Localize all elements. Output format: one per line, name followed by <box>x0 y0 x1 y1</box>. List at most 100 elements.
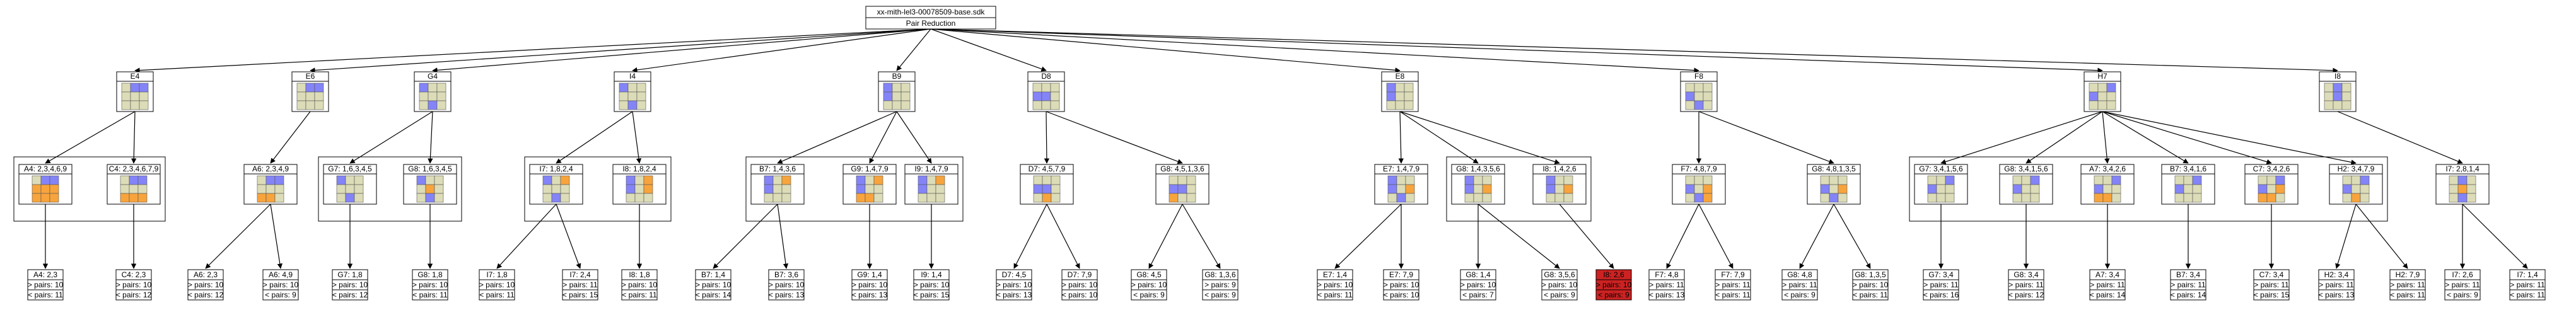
grid-cell <box>865 184 875 194</box>
leaf-node[interactable]: H2: 3,4> pairs: 11< pairs: 13 <box>2318 269 2355 301</box>
leaf-node[interactable]: F7: 4,8> pairs: 11< pairs: 13 <box>1648 269 1685 301</box>
leaf-node[interactable]: D7: 7,9> pairs: 10< pairs: 10 <box>1061 269 1098 301</box>
edge-arrow <box>777 111 897 164</box>
level1-node-i8[interactable]: I8 <box>2319 71 2357 112</box>
node-label: A7: 3,4,2,6 <box>2089 164 2126 173</box>
leaf-node[interactable]: A4: 2,3> pairs: 10< pairs: 11 <box>27 269 64 301</box>
leaf-node[interactable]: G8: 4,8> pairs: 11< pairs: 9 <box>1781 269 1818 301</box>
leaf-node[interactable]: A7: 3,4> pairs: 11< pairs: 14 <box>2089 269 2126 301</box>
leaf-node[interactable]: G8: 1,4> pairs: 10< pairs: 7 <box>1460 269 1496 301</box>
level2-node[interactable]: D7: 4,5,7,9 <box>1020 164 1074 205</box>
leaf-node[interactable]: E7: 1,4> pairs: 10< pairs: 11 <box>1317 269 1353 301</box>
leaf-node[interactable]: G8: 4,5> pairs: 10< pairs: 9 <box>1131 269 1167 301</box>
leaf-less: < pairs: 11 <box>2510 290 2545 299</box>
root-node[interactable]: xx-mith-lel3-00078509-base.sdk Pair Redu… <box>865 6 996 30</box>
leaf-title: G8: 4,8 <box>1787 270 1812 279</box>
leaf-node[interactable]: G8: 3,5,6> pairs: 10< pairs: 9 <box>1541 269 1578 301</box>
level2-node[interactable]: G8: 4,5,1,3,6 <box>1155 164 1209 205</box>
level2-node[interactable]: C4: 2,3,4,6,7,9 <box>107 164 161 205</box>
leaf-node[interactable]: C7: 3,4> pairs: 11< pairs: 15 <box>2253 269 2290 301</box>
grid-cell <box>137 193 148 203</box>
edge-arrow <box>1559 204 1614 269</box>
grid-cell <box>634 175 644 185</box>
leaf-node[interactable]: G8: 1,3,5> pairs: 10< pairs: 11 <box>1852 269 1889 301</box>
level1-node-g4[interactable]: G4 <box>414 71 452 112</box>
level2-node[interactable]: C7: 3,4,2,6 <box>2244 164 2299 205</box>
leaf-pairs: > pairs: 9 <box>1204 280 1236 289</box>
level2-node[interactable]: G9: 1,4,7,9 <box>842 164 897 205</box>
level1-node-d8[interactable]: D8 <box>1027 71 1065 112</box>
level1-node-b9[interactable]: B9 <box>878 71 916 112</box>
level1-node-e8[interactable]: E8 <box>1381 71 1419 112</box>
leaf-node[interactable]: F7: 7,9> pairs: 11< pairs: 11 <box>1715 269 1751 301</box>
grid-cell <box>428 100 438 110</box>
leaf-less: < pairs: 9 <box>1544 290 1575 299</box>
level2-node[interactable]: I9: 1,4,7,9 <box>904 164 959 205</box>
grid-cell <box>32 175 42 185</box>
leaf-less: < pairs: 11 <box>412 290 448 299</box>
leaf-node[interactable]: I7: 1,8> pairs: 10< pairs: 11 <box>479 269 515 301</box>
leaf-node[interactable]: A6: 2,3> pairs: 10< pairs: 12 <box>187 269 224 301</box>
leaf-node[interactable]: B7: 1,4> pairs: 10< pairs: 14 <box>695 269 731 301</box>
leaf-node[interactable]: I8: 1,8> pairs: 10< pairs: 11 <box>621 269 658 301</box>
node-label: G8: 3,4,1,5,6 <box>2004 164 2048 173</box>
leaf-node[interactable]: A6: 4,9> pairs: 10< pairs: 9 <box>262 269 299 301</box>
level2-node[interactable]: I8: 1,8,2,4 <box>612 164 667 205</box>
level2-node[interactable]: A6: 2,3,4,9 <box>243 164 298 205</box>
leaf-pairs: > pairs: 11 <box>1715 280 1751 289</box>
leaf-node[interactable]: G7: 3,4> pairs: 11< pairs: 16 <box>1923 269 1959 301</box>
level2-node[interactable]: E7: 1,4,7,9 <box>1374 164 1428 205</box>
leaf-node[interactable]: G8: 1,8> pairs: 10< pairs: 11 <box>412 269 448 301</box>
leaf-node[interactable]: G8: 3,4> pairs: 11< pairs: 12 <box>2008 269 2044 301</box>
level2-node[interactable]: B7: 3,4,1,6 <box>2161 164 2215 205</box>
grid-cell <box>434 193 444 203</box>
level1-node-f8[interactable]: F8 <box>1680 71 1718 112</box>
level1-node-i4[interactable]: I4 <box>614 71 651 112</box>
leaf-box <box>768 269 805 301</box>
level2-node[interactable]: I8: 1,4,2,6 <box>1532 164 1587 205</box>
leaf-node[interactable]: I7: 2,6> pairs: 11< pairs: 9 <box>2444 269 2481 301</box>
level2-node[interactable]: G8: 1,6,3,4,5 <box>403 164 457 205</box>
level2-node[interactable]: A7: 3,4,2,6 <box>2080 164 2135 205</box>
leaf-node[interactable]: B7: 3,6> pairs: 10< pairs: 13 <box>768 269 805 301</box>
node-label: C7: 3,4,2,6 <box>2253 164 2290 173</box>
level2-node[interactable]: I7: 2,8,1,4 <box>2435 164 2490 205</box>
leaf-node[interactable]: C4: 2,3> pairs: 10< pairs: 12 <box>115 269 152 301</box>
leaf-node[interactable]: E7: 7,9> pairs: 10< pairs: 10 <box>1383 269 1419 301</box>
grid-cell <box>2030 193 2040 203</box>
grid-cell <box>1186 193 1196 203</box>
leaf-node[interactable]: I7: 2,4> pairs: 11< pairs: 15 <box>562 269 598 301</box>
grid-cell <box>926 175 936 185</box>
leaf-node-eliminated[interactable]: I8: 2,6> pairs: 10< pairs: 9 <box>1595 269 1632 301</box>
level2-node[interactable]: G8: 4,8,1,3,5 <box>1807 164 1861 205</box>
grid-cell <box>1396 184 1406 194</box>
leaf-node[interactable]: G7: 1,8> pairs: 10< pairs: 12 <box>332 269 368 301</box>
level2-node[interactable]: H2: 3,4,7,9 <box>2329 164 2383 205</box>
level2-node[interactable]: I7: 1,8,2,4 <box>529 164 583 205</box>
grid-cell <box>1032 83 1042 93</box>
leaf-node[interactable]: I9: 1,4> pairs: 10< pairs: 15 <box>913 269 950 301</box>
grid-cell <box>1838 184 1848 194</box>
grid-cell <box>1464 175 1474 185</box>
level2-node[interactable]: G7: 1,6,3,4,5 <box>323 164 377 205</box>
level2-node[interactable]: A4: 2,3,4,6,9 <box>18 164 73 205</box>
leaf-node[interactable]: H2: 7,9> pairs: 11< pairs: 11 <box>2389 269 2426 301</box>
level1-node-h7[interactable]: H7 <box>2084 71 2121 112</box>
level2-node[interactable]: B7: 1,4,3,6 <box>750 164 805 205</box>
leaf-node[interactable]: B7: 3,4> pairs: 11< pairs: 14 <box>2170 269 2206 301</box>
grid-cell <box>314 83 324 93</box>
level1-node-e4[interactable]: E4 <box>116 71 154 112</box>
grid-cell <box>419 100 429 110</box>
level2-node[interactable]: G8: 1,4,3,5,6 <box>1451 164 1505 205</box>
level1-node-e6[interactable]: E6 <box>291 71 329 112</box>
leaf-title: G7: 3,4 <box>1928 270 1954 279</box>
grid-cell <box>551 175 561 185</box>
leaf-node[interactable]: G9: 1,4> pairs: 10< pairs: 13 <box>851 269 888 301</box>
level2-node[interactable]: G7: 3,4,1,5,6 <box>1914 164 1968 205</box>
leaf-node[interactable]: D7: 4,5> pairs: 10< pairs: 13 <box>996 269 1032 301</box>
level2-node[interactable]: G8: 3,4,1,5,6 <box>1999 164 2053 205</box>
leaf-pairs: > pairs: 11 <box>2390 280 2425 289</box>
leaf-node[interactable]: G8: 1,3,6> pairs: 9< pairs: 9 <box>1202 269 1238 301</box>
level2-node[interactable]: F7: 4,8,7,9 <box>1672 164 1726 205</box>
leaf-node[interactable]: I7: 1,4> pairs: 11< pairs: 11 <box>2509 269 2546 301</box>
